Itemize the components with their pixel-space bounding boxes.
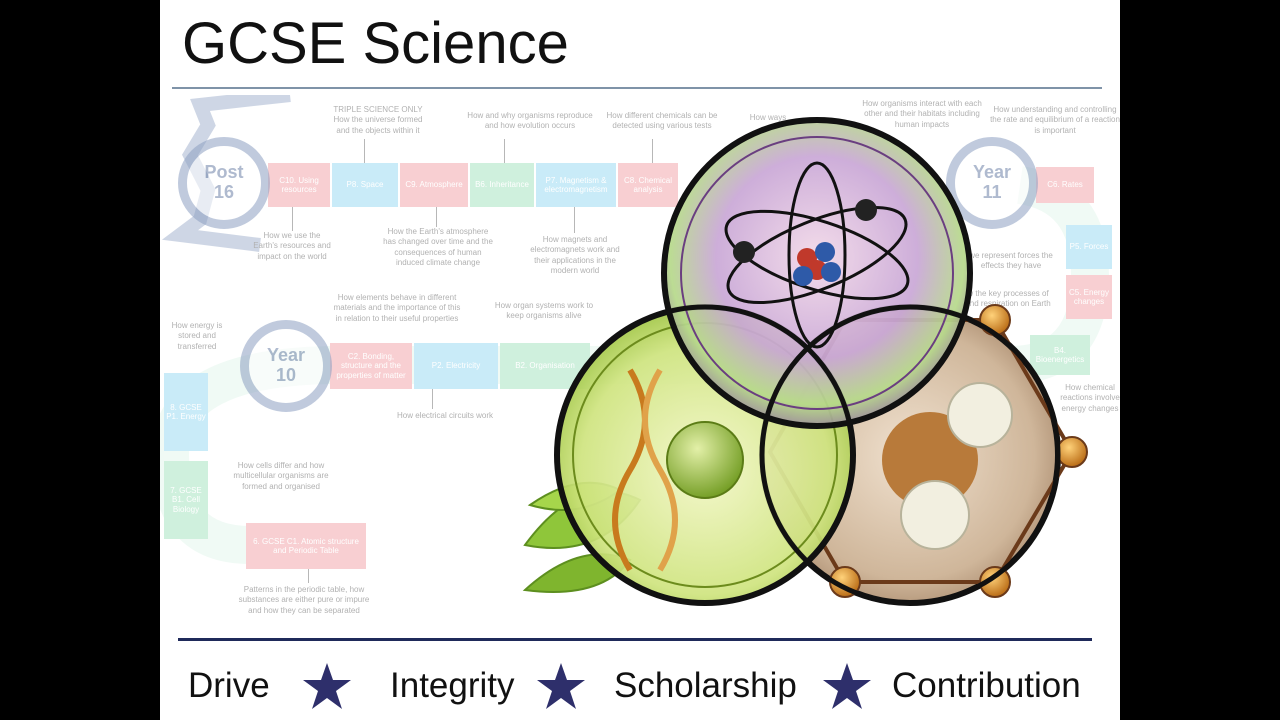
segment-c2: C2. Bonding, structure and the propertie… — [330, 343, 412, 389]
badge-post16: Post 16 — [178, 137, 270, 229]
note-energy-stored: How energy is stored and transferred — [171, 321, 223, 351]
star-icon — [303, 663, 351, 709]
globe-icon — [666, 421, 744, 499]
connector — [574, 207, 575, 233]
segment-c5: C5. Energy changes — [1066, 275, 1112, 319]
badge-label: Year — [266, 345, 306, 366]
connector — [364, 139, 365, 163]
badge-number: 10 — [275, 365, 297, 385]
dna-icon — [612, 368, 648, 572]
note-chemicals: How different chemicals can be detected … — [606, 111, 718, 131]
connector — [292, 207, 293, 231]
note-resources: How we use the Earth's resources and imp… — [253, 231, 331, 261]
badge-number: 11 — [982, 182, 1002, 202]
roadmap: C10. Using resources P8. Space C9. Atmos… — [160, 95, 1120, 625]
note-cells: How cells differ and how multicellular o… — [233, 461, 329, 491]
orb-icon — [1056, 436, 1088, 468]
segment-c9: C9. Atmosphere — [400, 163, 468, 207]
badge-label: Post — [204, 162, 244, 183]
note-interact: How organisms interact with each other a… — [862, 99, 982, 129]
note-periodic: Patterns in the periodic table, how subs… — [238, 585, 370, 615]
note-circuits: How electrical circuits work — [396, 411, 494, 420]
value-drive: Drive — [188, 666, 270, 705]
segment-p7: P7. Magnetism & electromagnetism — [536, 163, 616, 207]
star-icon — [537, 663, 585, 709]
segment-b4: B4. Bioenergetics — [1030, 335, 1090, 375]
connector — [432, 389, 433, 409]
note-magnets: How magnets and electromagnets work and … — [530, 235, 620, 276]
value-scholarship: Scholarship — [614, 666, 797, 705]
note-atmosphere: How the Earth's atmosphere has changed o… — [383, 227, 493, 268]
note-organ: How organ systems work to keep organisms… — [494, 301, 594, 321]
note-controlling: How understanding and controlling the ra… — [990, 105, 1120, 135]
segment-b6: B6. Inheritance — [470, 163, 534, 207]
connector — [436, 207, 437, 227]
segment-p5: P5. Forces — [1066, 225, 1112, 269]
segment-p8: P8. Space — [332, 163, 398, 207]
value-integrity: Integrity — [390, 666, 515, 705]
connector — [652, 139, 653, 163]
connector — [504, 139, 505, 163]
water-molecule-icon — [882, 412, 978, 508]
slide: GCSE Science C10. Using resources P8. Sp… — [160, 0, 1120, 720]
note-triple: TRIPLE SCIENCE ONLY How the universe for… — [333, 105, 423, 135]
note-respiration: w the key processes of and respiration o… — [965, 289, 1051, 309]
orb-icon — [979, 566, 1011, 598]
footer-divider — [178, 638, 1092, 641]
orb-icon — [979, 304, 1011, 336]
page-title: GCSE Science — [182, 11, 569, 76]
segment-b1: 7. GCSE B1. Cell Biology — [164, 461, 208, 539]
note-reproduce: How and why organisms reproduce and how … — [467, 111, 593, 131]
note-elements: How elements behave in different materia… — [333, 293, 461, 323]
badge-year11: Year 11 — [946, 137, 1038, 229]
segment-c8: C8. Chemical analysis — [618, 163, 678, 207]
science-venn-illustration — [522, 117, 1088, 606]
physics-circle — [661, 117, 973, 429]
title-divider — [172, 87, 1102, 89]
value-contribution: Contribution — [892, 666, 1081, 705]
segment-c1: 6. GCSE C1. Atomic structure and Periodi… — [246, 523, 366, 569]
note-ways: How ways — [749, 113, 787, 122]
connector — [308, 569, 309, 583]
star-icon — [823, 663, 871, 709]
values-footer: Drive Integrity Scholarship Contribution — [160, 658, 1120, 714]
badge-year10: Year 10 — [240, 320, 332, 412]
segment-p2: P2. Electricity — [414, 343, 498, 389]
note-reactions: How chemical reactions involve energy ch… — [1060, 383, 1120, 413]
atom-icon — [724, 161, 910, 349]
badge-number: 16 — [213, 182, 235, 202]
segment-c10: C10. Using resources — [268, 163, 330, 207]
note-forces: we represent forces the effects they hav… — [969, 251, 1053, 271]
segment-p1: 8. GCSE P1. Energy — [164, 373, 208, 451]
badge-label: Year — [972, 162, 1012, 183]
segment-c6: C6. Rates — [1036, 167, 1094, 203]
